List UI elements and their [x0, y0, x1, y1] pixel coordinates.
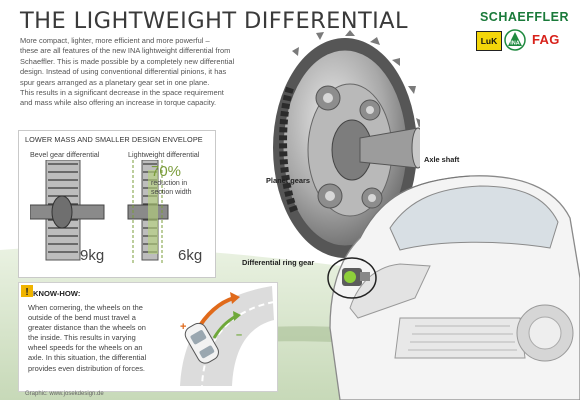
car-illustration	[327, 175, 580, 400]
ring-gear-label: Differential ring gear	[242, 258, 315, 267]
reduction-text-line: section width	[151, 188, 192, 196]
knowhow-body: When cornering, the wheels on the outsid…	[28, 303, 178, 374]
bevel-gear-label: Bevel gear differential	[30, 150, 100, 159]
reduction-percent: 70%	[151, 163, 182, 180]
knowhow-line: greater distance than the wheels on	[28, 323, 146, 333]
schaeffler-logo: SCHAEFFLER	[479, 10, 569, 24]
planet-gears-label: Planet gears	[266, 176, 310, 185]
knowhow-line: outside of the bend must travel a	[28, 313, 136, 323]
differential-gear-illustration	[273, 30, 420, 258]
plus-sign: +	[180, 321, 186, 333]
ina-logo-text: INA	[510, 41, 520, 47]
intro-line: More compact, lighter, more efficient an…	[20, 36, 210, 45]
reduction-text-line: reduction in	[151, 180, 188, 187]
knowhow-line: provides even distribution of forces.	[28, 363, 145, 373]
brand-logos: LuK INA FAG	[476, 29, 572, 51]
axle-shaft-label: Axle shaft	[424, 155, 460, 164]
cornering-diagram: + –	[180, 286, 274, 386]
intro-line: Schaeffler. This is made possible by a c…	[20, 56, 235, 66]
knowhow-line: When cornering, the wheels on the	[28, 303, 143, 312]
intro-line: these are all features of the new INA li…	[20, 46, 231, 56]
minus-sign: –	[236, 329, 242, 341]
intro-line: This results in a significant decrease i…	[20, 88, 224, 98]
luk-logo: LuK	[476, 31, 502, 51]
bevel-weight: 9kg	[80, 247, 105, 264]
knowhow-line: axle. In this situation, the differentia…	[28, 353, 147, 363]
comparison-gears	[30, 160, 169, 264]
knowhow-title: KNOW-HOW:	[33, 289, 81, 298]
lightweight-label: Lightweight differential	[128, 150, 200, 159]
knowhow-line: the inside. This results in varying	[28, 333, 136, 343]
intro-line: design. Instead of using conventional di…	[20, 67, 227, 77]
ina-logo: INA	[504, 29, 526, 51]
reduction-text: reduction in section width	[151, 180, 205, 198]
svg-text:!: !	[25, 287, 28, 297]
graphic-credit: Graphic: www.josekdesign.de	[25, 391, 104, 397]
intro-paragraph: More compact, lighter, more efficient an…	[20, 36, 252, 109]
intro-line: spur gears arranged as a planetary gear …	[20, 77, 210, 87]
warning-icon: !	[21, 285, 33, 297]
lightweight-weight: 6kg	[178, 247, 203, 264]
comparison-title: LOWER MASS AND SMALLER DESIGN ENVELOPE	[25, 135, 203, 144]
intro-line: and mass while also offering an increase…	[20, 98, 217, 108]
knowhow-line: wheel speeds for the wheels on an	[28, 343, 143, 353]
page-title: THE LIGHTWEIGHT DIFFERENTIAL	[20, 8, 408, 34]
fag-logo: FAG	[532, 32, 560, 47]
